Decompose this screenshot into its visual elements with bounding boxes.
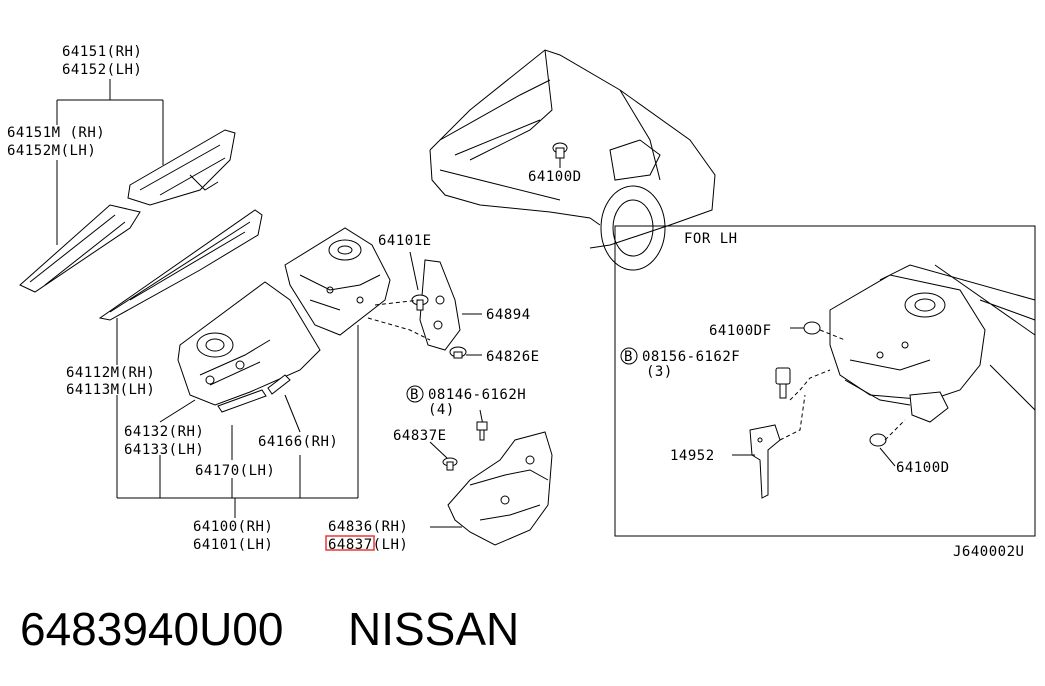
bolt-marker-letter-inset: B	[624, 349, 633, 365]
clip-64837e	[429, 441, 458, 471]
label-64152: 64152(LH)	[62, 62, 142, 78]
diagram-code: J640002U	[953, 544, 1024, 560]
vehicle-illustration	[429, 49, 716, 271]
label-64100: 64100(RH)	[193, 519, 273, 535]
part-number: 6483940U00	[20, 603, 283, 655]
label-08156: 08156-6162F	[642, 349, 740, 365]
label-64112m: 64112M(RH)	[66, 365, 155, 381]
label-64113m: 64113M(LH)	[66, 382, 155, 398]
leader-lines-upper	[56, 79, 164, 245]
label-64100d-inset: 64100D	[896, 460, 950, 476]
hoodledge-upper-parts	[19, 129, 263, 321]
label-08156-qty: (3)	[646, 364, 673, 380]
highlight-box	[325, 535, 375, 551]
bolt-marker-letter: B	[410, 387, 419, 403]
sensor-bracket-14952	[732, 424, 781, 499]
assembly-dashes	[367, 299, 431, 341]
inset-fasteners	[775, 321, 906, 467]
bracket-64894	[419, 259, 482, 351]
label-64101e: 64101E	[378, 233, 432, 249]
label-64152m: 64152M(LH)	[7, 143, 96, 159]
strut-housing	[284, 227, 391, 336]
label-64133: 64133(LH)	[124, 442, 204, 458]
bolt-marker-icon-inset	[620, 347, 638, 365]
label-14952: 14952	[670, 448, 715, 464]
clip-64826e	[449, 346, 482, 359]
label-64826e: 64826E	[486, 349, 540, 365]
bolt-08146	[476, 409, 488, 441]
label-64837: 64837(LH)	[328, 537, 408, 553]
label-64170: 64170(LH)	[195, 463, 275, 479]
label-64132: 64132(RH)	[124, 424, 204, 440]
label-64166: 64166(RH)	[258, 434, 338, 450]
label-64151: 64151(RH)	[62, 44, 142, 60]
splash-shield-64836	[430, 431, 553, 546]
label-64894: 64894	[486, 307, 531, 323]
inset-title: FOR LH	[684, 231, 738, 247]
inset-strut-tower	[829, 264, 1036, 423]
brand-name: NISSAN	[348, 603, 519, 655]
label-64836: 64836(RH)	[328, 519, 408, 535]
label-64151m: 64151M (RH)	[7, 125, 105, 141]
label-64101: 64101(LH)	[193, 537, 273, 553]
bolt-marker-icon	[406, 385, 424, 403]
inset-frame	[614, 225, 1036, 537]
label-64100d-top: 64100D	[528, 169, 582, 185]
hoodledge-assembly	[177, 281, 321, 413]
label-08146-qty: (4)	[428, 402, 455, 418]
label-64837e: 64837E	[393, 428, 447, 444]
label-64100df: 64100DF	[709, 323, 772, 339]
leader-lines-lower	[116, 318, 359, 518]
label-08146: 08146-6162H	[428, 387, 526, 403]
